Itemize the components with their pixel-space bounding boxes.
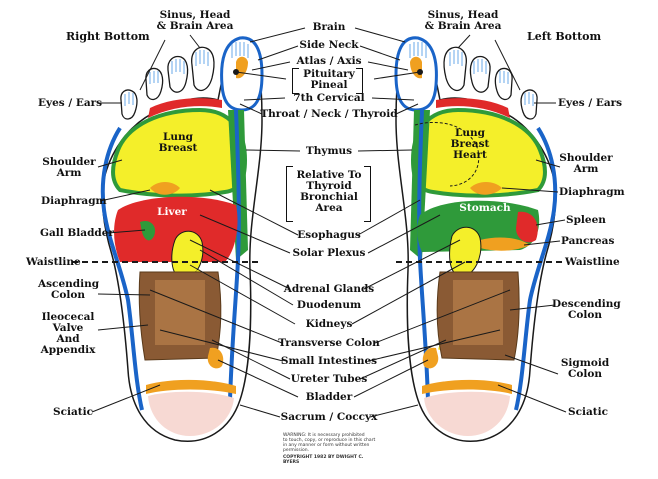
left-eye-ear-band xyxy=(436,98,510,118)
left-small-intestine xyxy=(453,280,503,345)
lung-breast-label-right: Lung Breast xyxy=(158,131,198,154)
transverse-colon-label: Transverse Colon xyxy=(278,337,380,349)
right-small-intestine xyxy=(155,280,205,345)
left-outer-edge xyxy=(514,126,558,411)
thyroid-bracket-left xyxy=(286,166,293,222)
left-toe-2 xyxy=(443,46,467,92)
warning-note: WARNING: It is necessary prohibited to t… xyxy=(283,433,376,453)
brain-label: Brain xyxy=(312,21,346,33)
sciatic-label-left: Sciatic xyxy=(568,406,609,418)
right-outer-edge xyxy=(100,126,144,411)
right-diaphragm xyxy=(150,182,180,195)
right-bladder xyxy=(207,347,224,369)
atlas-axis-label: Atlas / Axis xyxy=(296,55,362,67)
sciatic-label-right: Sciatic xyxy=(53,406,94,418)
adrenal-glands-label: Adrenal Glands xyxy=(283,283,375,295)
esophagus-label: Esophagus xyxy=(297,229,361,241)
right-gall-bladder xyxy=(140,220,156,241)
right-foot xyxy=(100,36,264,442)
relative-thyroid-label: Relative To Thyroid Bronchial Area xyxy=(296,169,362,214)
left-toe-hatching xyxy=(449,50,534,106)
left-sciatic-band xyxy=(422,379,512,394)
kidneys-label: Kidneys xyxy=(305,318,353,330)
copyright-note: COPYRIGHT 1982 BY DWIGHT C. BYERS xyxy=(283,455,364,465)
descending-colon-label: Descending Colon xyxy=(552,298,621,321)
right-toe-3 xyxy=(167,55,189,93)
pituitary-bracket-right xyxy=(356,68,363,94)
small-intestines-label: Small Intestines xyxy=(280,355,378,367)
stomach-label: Stomach xyxy=(459,202,511,214)
pituitary-bracket-left xyxy=(292,68,299,94)
eyes-ears-label-right: Eyes / Ears xyxy=(38,97,103,109)
right-liver-zone xyxy=(114,196,238,262)
sigmoid-colon-label: Sigmoid Colon xyxy=(560,357,610,380)
seventh-cervical-label: 7th Cervical xyxy=(293,92,365,104)
sacrum-coccyx-label: Sacrum / Coccyx xyxy=(280,411,378,423)
pituitary-pineal-label: Pituitary Pineal xyxy=(303,68,355,91)
left-pancreas xyxy=(480,237,530,251)
right-heel xyxy=(148,391,234,436)
right-toe-hatching xyxy=(124,50,209,106)
left-bladder xyxy=(422,347,439,369)
right-toe-2 xyxy=(191,46,215,92)
left-diaphragm xyxy=(470,182,502,195)
diaphragm-label-right: Diaphragm xyxy=(41,195,107,207)
thymus-label: Thymus xyxy=(305,145,353,157)
ascending-colon-label: Ascending Colon xyxy=(38,278,100,301)
bladder-label: Bladder xyxy=(305,391,353,403)
sinus-label-right: Sinus, Head & Brain Area xyxy=(156,9,234,32)
ureter-tubes-label: Ureter Tubes xyxy=(290,373,368,385)
left-spleen xyxy=(516,211,538,243)
sinus-label-left: Sinus, Head & Brain Area xyxy=(424,9,502,32)
thyroid-bracket-right xyxy=(364,166,371,222)
left-heart-zone xyxy=(414,122,480,187)
side-neck-label: Side Neck xyxy=(299,39,359,51)
left-toe-3 xyxy=(469,55,491,93)
waistline-label-left: Waistline xyxy=(565,256,620,268)
left-heel xyxy=(424,391,510,436)
duodenum-label: Duodenum xyxy=(296,299,362,311)
right-eye-ear-band xyxy=(148,98,222,118)
shoulder-arm-label-left: Shoulder Arm xyxy=(559,152,613,175)
lung-breast-heart-label-left: Lung Breast Heart xyxy=(450,127,490,161)
left-bottom-heading: Left Bottom xyxy=(527,30,602,43)
gall-bladder-label: Gall Bladder xyxy=(40,227,114,239)
left-foot xyxy=(394,36,558,442)
throat-neck-thyroid-label: Throat / Neck / Thyroid xyxy=(260,108,398,120)
waistline-label-right: Waistline xyxy=(26,256,81,268)
liver-label: Liver xyxy=(157,206,187,218)
leader-lines xyxy=(91,27,567,418)
solar-plexus-label: Solar Plexus xyxy=(292,247,366,259)
right-bottom-heading: Right Bottom xyxy=(66,30,150,43)
ileocecal-label: Ileocecal Valve And Appendix xyxy=(40,311,96,356)
diaphragm-label-left: Diaphragm xyxy=(559,186,625,198)
spleen-label: Spleen xyxy=(566,214,606,226)
eyes-ears-label-left: Eyes / Ears xyxy=(558,97,623,109)
pancreas-label: Pancreas xyxy=(561,235,615,247)
shoulder-arm-label-right: Shoulder Arm xyxy=(42,156,96,179)
right-sciatic-band xyxy=(146,379,236,394)
